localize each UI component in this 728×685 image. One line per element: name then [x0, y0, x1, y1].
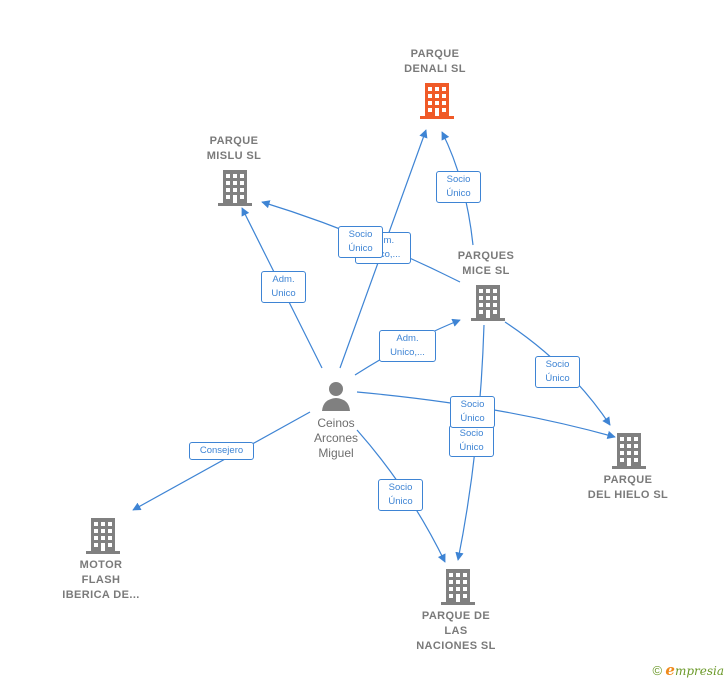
edge-label-socio-unico-hielo-person[interactable]: Socio Único: [450, 396, 495, 428]
empresia-watermark[interactable]: © empresia: [652, 661, 724, 679]
edge-label-adm-unico-mislu[interactable]: Adm. Unico: [261, 271, 306, 303]
edge-label-socio-unico-denali[interactable]: Socio Único: [436, 171, 481, 203]
building-icon[interactable]: [471, 285, 505, 321]
building-icon[interactable]: [612, 433, 646, 469]
edge-label-socio-unico-naciones-mice[interactable]: Socio Único: [449, 425, 494, 457]
person-label-ceinos-arcones-miguel[interactable]: Ceinos Arcones Miguel: [313, 416, 359, 460]
edge-label-socio-unico-hielo[interactable]: Socio Único: [535, 356, 580, 388]
edge-label-socio-unico-mislu[interactable]: Socio Único: [338, 226, 383, 258]
copyright-icon: ©: [652, 663, 663, 678]
person-icon[interactable]: [320, 380, 352, 412]
edge-person-motor: [132, 411, 311, 511]
building-icon[interactable]: [441, 569, 475, 605]
edge-label-adm-unico-mice[interactable]: Adm. Unico,...: [379, 330, 436, 362]
edge-label-socio-unico-naciones-person[interactable]: Socio Único: [378, 479, 423, 511]
building-icon[interactable]: [420, 83, 454, 119]
node-label-parque-del-hielo[interactable]: PARQUE DEL HIELO SL: [587, 474, 669, 501]
edge-label-consejero[interactable]: Consejero: [189, 442, 254, 460]
node-label-motor-flash[interactable]: MOTOR FLASH IBERICA DE...: [62, 559, 140, 601]
node-label-parques-mice[interactable]: PARQUES MICE SL: [457, 250, 515, 277]
node-label-parque-mislu[interactable]: PARQUE MISLU SL: [206, 135, 262, 162]
node-label-parque-de-las-naciones[interactable]: PARQUE DE LAS NACIONES SL: [416, 610, 496, 652]
brand-logo: empresia: [665, 661, 724, 679]
node-label-parque-denali[interactable]: PARQUE DENALI SL: [404, 48, 466, 75]
building-icon[interactable]: [86, 518, 120, 554]
building-icon[interactable]: [218, 170, 252, 206]
